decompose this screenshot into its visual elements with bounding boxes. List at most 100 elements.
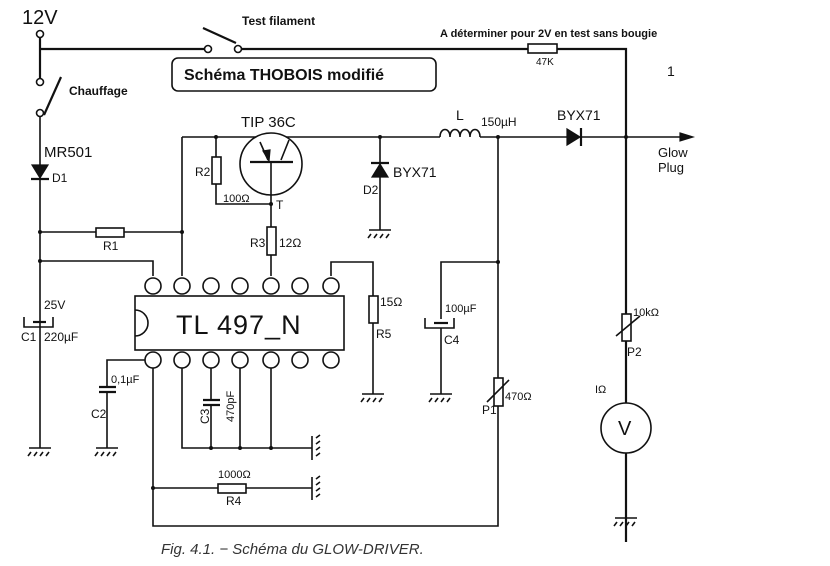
resistor-47k-value: 47K [536, 57, 554, 68]
ic-bottom-pins [144, 351, 340, 369]
ic-pin [262, 277, 280, 295]
test-switch-lever [202, 26, 237, 45]
arrow-right-icon [679, 132, 696, 142]
c1-ref: C1 [21, 330, 37, 344]
ic-pin [231, 277, 249, 295]
c3-value: 470pF [225, 391, 237, 422]
inductor-value: 150µH [481, 115, 517, 129]
test-switch-label: Test filament [242, 14, 315, 28]
ground-icon [360, 393, 384, 403]
ground-icon [428, 393, 452, 403]
voltmeter-symbol: V [618, 418, 632, 440]
ic-top-pins [144, 277, 340, 295]
output-label-line1: Glow [658, 145, 688, 160]
r4-value: 1000Ω [218, 469, 251, 481]
junction [38, 259, 42, 263]
ic-pin [231, 351, 249, 369]
p2-value: 10kΩ [633, 307, 659, 319]
potentiometer-p2-arrow [615, 315, 641, 337]
transistor-section: R2 100Ω TIP 36C T R3 12Ω BYX71 D2 [181, 114, 440, 276]
ic-pin [202, 277, 220, 295]
capacitor-c3-icon [203, 398, 220, 407]
p2-ref: P2 [627, 345, 642, 359]
voltmeter-icon [600, 402, 652, 454]
ic-pin [262, 351, 280, 369]
wire [440, 261, 498, 319]
capacitor-c1-plate [23, 317, 54, 328]
ic-pin [322, 351, 340, 369]
c1-voltage: 25V [44, 298, 65, 312]
resistor-r3 [266, 226, 277, 256]
r3-value: 12Ω [279, 236, 301, 250]
title-box: Schéma THOBOIS modifié [171, 57, 437, 92]
ground-icon [367, 229, 391, 239]
ic-pin [291, 351, 309, 369]
resistor-r1 [95, 227, 125, 238]
d3-part: BYX71 [557, 107, 601, 123]
junction [269, 446, 273, 450]
c4-ref: C4 [444, 333, 460, 347]
p1-value: 470Ω [505, 391, 532, 403]
adjust-note: A déterminer pour 2V en test sans bougie [440, 28, 657, 40]
ic-body [134, 295, 345, 351]
r1-ref: R1 [103, 239, 119, 253]
output-label-line2: Plug [658, 160, 684, 175]
c2-value: 0,1µF [111, 374, 140, 386]
p1-ref: P1 [482, 403, 497, 417]
potentiometer-p1-arrow [486, 379, 510, 403]
diode-d3-icon [566, 127, 582, 147]
diode-d2-icon [370, 162, 390, 178]
ic-pin [173, 351, 191, 369]
ic-tl497: TL 497_N [134, 277, 345, 369]
heating-switch-contact [35, 77, 45, 87]
heating-switch-lever [42, 76, 63, 116]
diode-d1-icon [30, 164, 50, 180]
transistor-ref: T [276, 198, 284, 212]
capacitor-c4-plate [424, 318, 455, 329]
ground-icon [311, 434, 321, 460]
page-marker: 1 [667, 63, 675, 79]
feedback-section: 100µF C4 470Ω P1 15Ω R5 [152, 137, 532, 527]
figure-caption: Fig. 4.1. − Schéma du GLOW-DRIVER. [161, 541, 424, 558]
test-switch-contact [233, 44, 243, 54]
junction [209, 446, 213, 450]
inductor-l-icon [439, 128, 481, 138]
resistor-r5 [368, 295, 379, 324]
timing-section: 0,1µF C2 C3 470pF 1000Ω R4 [91, 359, 321, 508]
ground-icon [613, 517, 637, 527]
wire [106, 359, 145, 386]
ic-pin [144, 351, 162, 369]
c4-value: 100µF [445, 303, 477, 315]
emitter-arrow-icon [262, 149, 271, 163]
ic-pin [202, 351, 220, 369]
heating-switch-contact [35, 108, 45, 118]
meter-note: IΩ [595, 384, 606, 396]
wire [215, 184, 271, 205]
d1-ref: D1 [52, 171, 68, 185]
junction [238, 446, 242, 450]
wire [330, 261, 374, 296]
resistor-47k [527, 43, 558, 54]
c2-ref: C2 [91, 407, 107, 421]
ic-pin [291, 277, 309, 295]
supply-label: 12V [22, 7, 58, 29]
ic-pin [173, 277, 191, 295]
input-section: MR501 D1 R1 25V C1 220µF [21, 116, 184, 457]
d2-ref: D2 [363, 183, 379, 197]
r5-value: 15Ω [380, 295, 402, 309]
junction [38, 230, 42, 234]
title-frame [171, 57, 437, 92]
r2-ref: R2 [195, 165, 211, 179]
test-switch-contact [203, 44, 213, 54]
d2-part: BYX71 [393, 164, 437, 180]
r4-ref: R4 [226, 494, 242, 508]
ground-icon [27, 447, 51, 457]
junction [624, 135, 628, 139]
resistor-r4 [217, 483, 247, 494]
r5-ref: R5 [376, 327, 392, 341]
transistor-collector [280, 139, 290, 161]
capacitor-c2-icon [99, 385, 116, 394]
d1-part: MR501 [44, 144, 92, 161]
c3-ref: C3 [198, 408, 212, 424]
